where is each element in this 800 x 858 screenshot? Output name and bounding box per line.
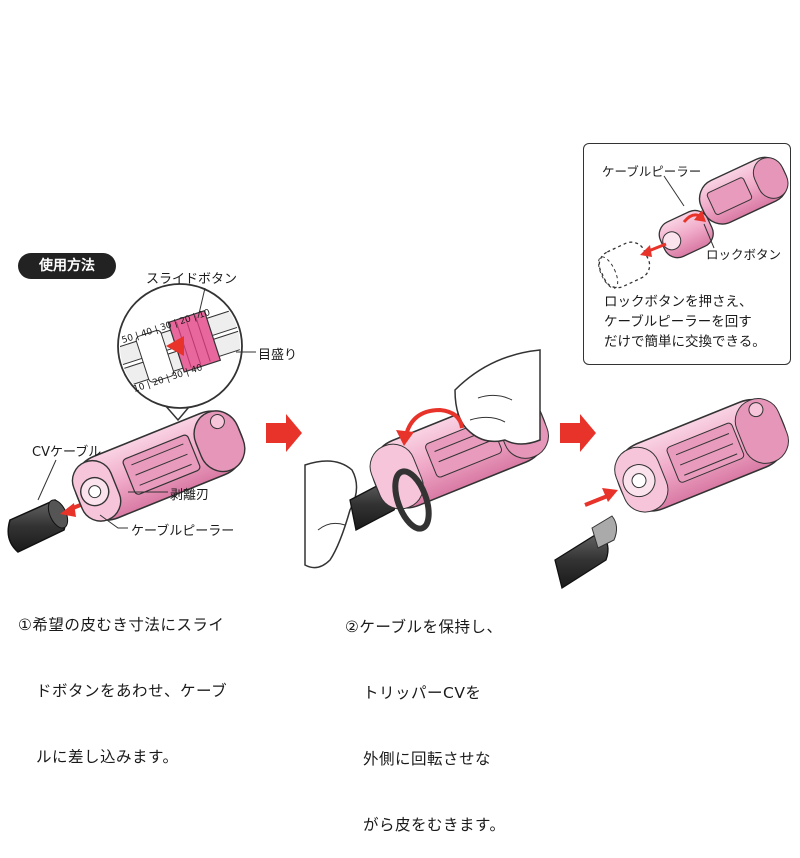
cv-cable-label: CVケーブル	[32, 445, 102, 460]
stripping-blade-label: 剥離刃	[170, 488, 210, 503]
scale-label: 目盛り	[258, 348, 298, 363]
step-arrow-1	[266, 414, 302, 452]
ring-grip	[392, 468, 432, 532]
illustration-canvas	[7, 283, 789, 590]
left-hand	[304, 460, 358, 569]
inset-lock-button-label: ロックボタン	[706, 247, 782, 262]
inset-cable-peeler-label: ケーブルピーラー	[602, 164, 702, 179]
step-arrow-2	[560, 414, 596, 452]
rotate-arrow	[403, 407, 464, 441]
scale-magnifier	[117, 283, 243, 422]
usage-badge: 使用方法	[18, 253, 116, 279]
stripper-tool-step1	[71, 410, 246, 522]
right-hand	[454, 349, 541, 445]
cable-peeler-label: ケーブルピーラー	[131, 524, 235, 539]
step2-illustration	[304, 349, 549, 569]
cv-cable-leader	[37, 459, 57, 501]
cable-peeler-leader	[99, 514, 128, 529]
inset-caption: ロックボタンを押さえ、 ケーブルピーラーを回す だけで簡単に交換できる。	[604, 294, 766, 350]
step3-illustration	[554, 398, 789, 590]
slide-button-label: スライドボタン	[146, 272, 238, 287]
step2-caption: ②ケーブルを保持し、 トリッパーCVを 外側に回転させな がら皮をむきます。	[345, 618, 506, 834]
inset-illustration	[598, 156, 789, 289]
peeler-replacement-inset: ケーブルピーラー ロックボタン ロックボタンを押さえ、 ケーブルピーラーを回す …	[583, 143, 791, 365]
step1-caption: ①希望の皮むき寸法にスライ ドボタンをあわせ、ケーブ ルに差し込みます。	[18, 616, 228, 766]
stripper-tool-step3	[614, 398, 789, 513]
step1-illustration	[7, 283, 256, 553]
slide-button-leader	[197, 287, 206, 319]
cv-cable	[7, 499, 69, 553]
